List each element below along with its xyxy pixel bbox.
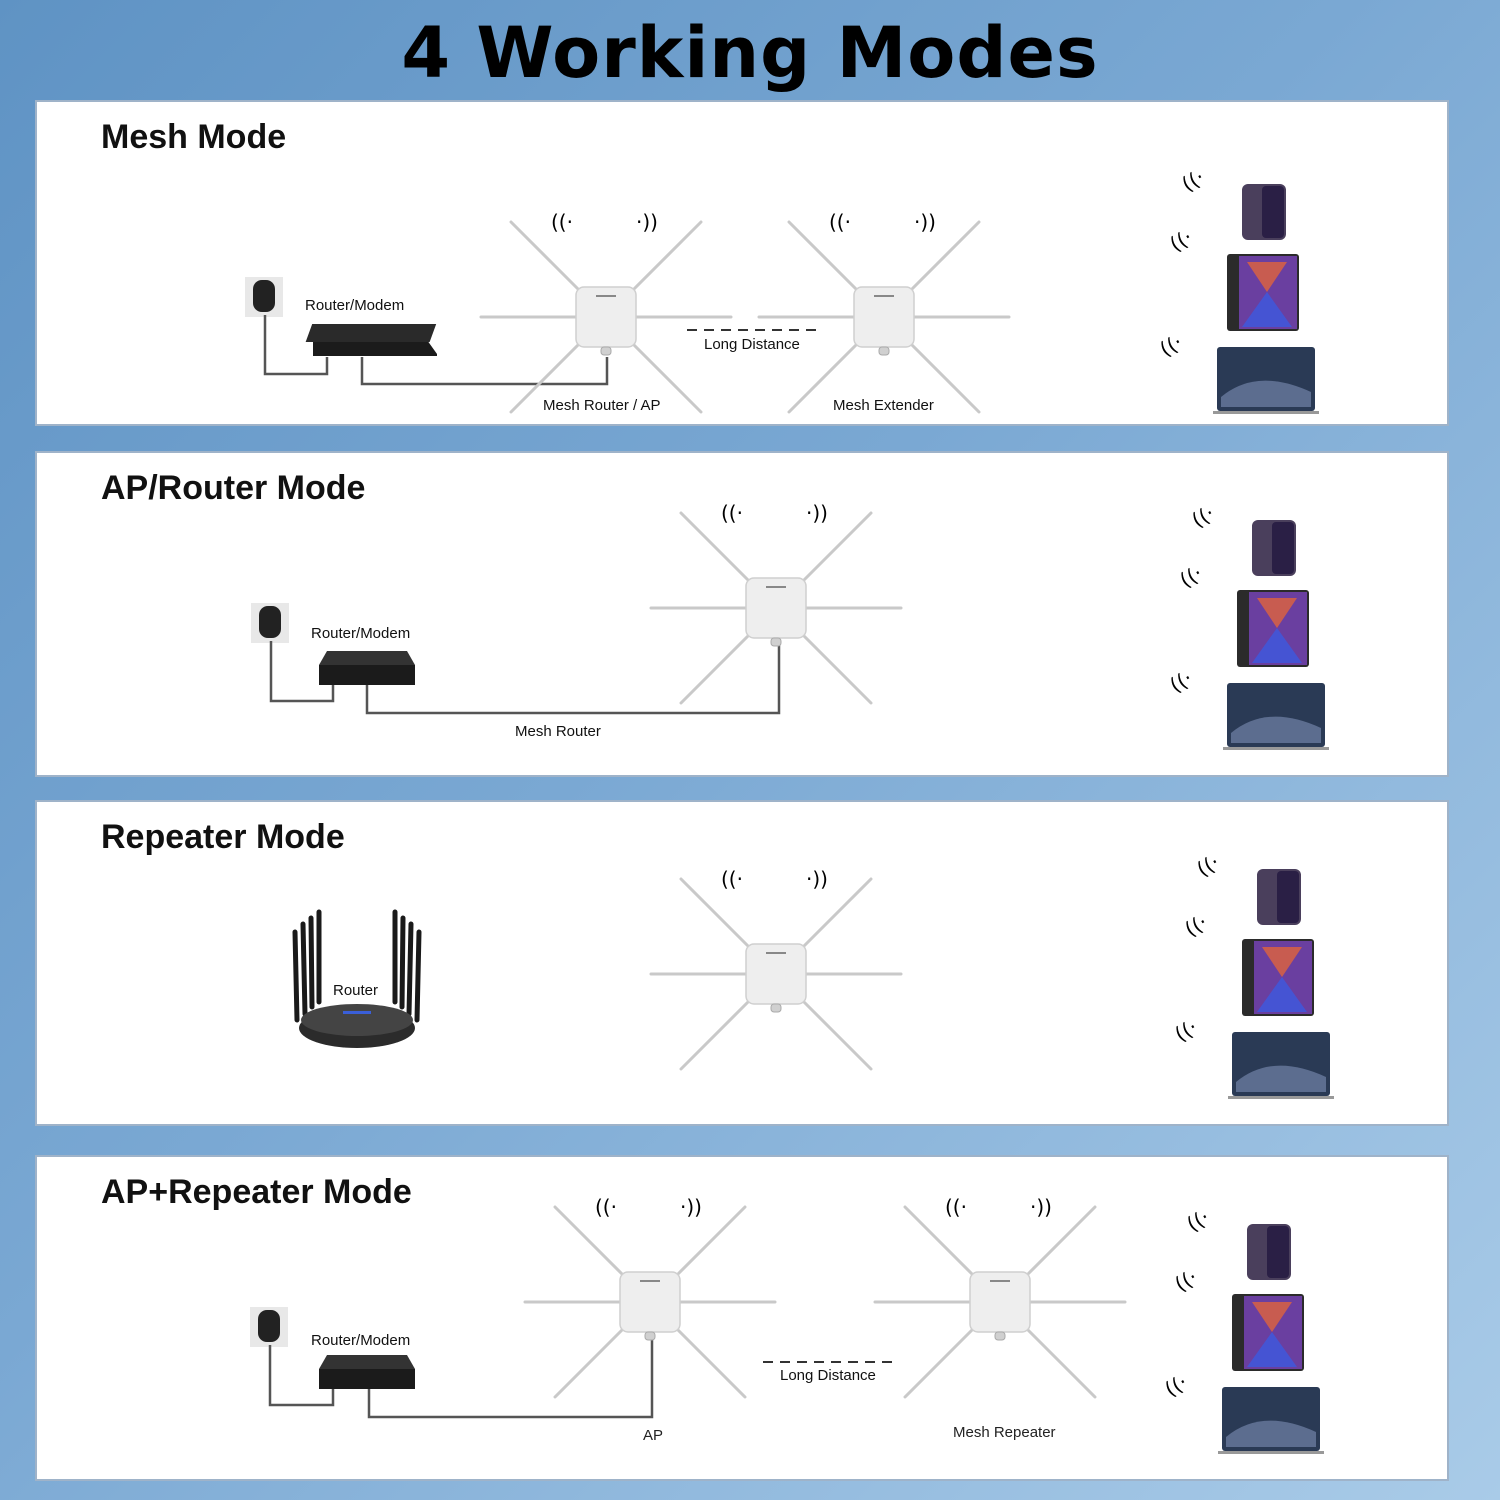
repeater-mode-diagram: ((· ·)) ((· ((· ((· xyxy=(292,850,1334,1099)
wifi-signal-icon: ·)) xyxy=(914,210,936,234)
wifi-signal-icon: ((· xyxy=(1161,1370,1192,1402)
wifi-signal-icon: ((· xyxy=(1181,910,1212,942)
wifi-signal-icon: ((· xyxy=(945,1195,967,1219)
antenna-group xyxy=(523,1205,777,1399)
wifi-signal-icon: ((· xyxy=(829,210,851,234)
mesh-repeater-device-icon: ((· ·)) xyxy=(873,1195,1127,1399)
laptop-icon xyxy=(1223,683,1329,750)
smartphone-icon xyxy=(1252,520,1296,576)
wifi-signal-icon: ((· xyxy=(1188,501,1219,533)
mesh-router-device-icon: ((· ·)) xyxy=(479,210,733,414)
wifi-router-icon xyxy=(292,909,422,1048)
wifi-signal-icon: ((· xyxy=(721,501,743,525)
client-devices: ((· ((· ((· xyxy=(1156,165,1319,414)
wifi-signal-icon: ·)) xyxy=(636,210,658,234)
antenna-group xyxy=(649,877,903,1071)
mesh-extender-device-icon: ((· ·)) xyxy=(757,210,1011,414)
client-devices: ((· ((· ((· xyxy=(1171,850,1334,1099)
page-title: 4 Working Modes xyxy=(401,12,1099,94)
mesh-mode-diagram: ((· ·)) ((· ·)) ((· ((· ((· xyxy=(245,165,1319,414)
wifi-signal-icon: ((· xyxy=(1176,561,1207,593)
device2-label: Mesh Repeater xyxy=(953,1424,1056,1441)
tablet-icon xyxy=(1237,590,1309,667)
mode-title: AP+Repeater Mode xyxy=(101,1173,412,1211)
router-label: Router xyxy=(333,982,379,999)
modem-label: Router/Modem xyxy=(311,625,411,642)
device1-label: Mesh Router / AP xyxy=(543,397,661,414)
power-adapter-icon xyxy=(251,603,289,643)
panel-ap-repeater-mode: AP+Repeater Mode ((··)) ((··)) ((·((·((·… xyxy=(35,1155,1449,1481)
wifi-signal-icon: ((· xyxy=(721,867,743,891)
tablet-icon xyxy=(1242,939,1314,1016)
ap-router-mode-diagram: ((· ·)) ((· ((· ((· xyxy=(251,501,1329,750)
power-adapter-icon xyxy=(245,277,283,317)
wifi-signal-icon: ((· xyxy=(1166,666,1197,698)
modem-label: Router/Modem xyxy=(305,297,405,314)
laptop-icon xyxy=(1228,1032,1334,1099)
wifi-signal-icon: ·)) xyxy=(806,867,828,891)
wifi-signal-icon: ((· xyxy=(551,210,573,234)
link-label: Long Distance xyxy=(780,1367,876,1384)
modem-label: Router/Modem xyxy=(311,1332,411,1349)
antenna-group xyxy=(873,1205,1127,1399)
panel-mesh-mode: Mesh Mode ((· ·)) ((· ·)) ((· ((· ((· Router… xyxy=(35,100,1449,426)
ethernet-cable xyxy=(269,641,781,715)
tablet-icon xyxy=(1232,1294,1304,1371)
wifi-signal-icon: ((· xyxy=(1171,1265,1202,1297)
wifi-signal-icon: ((· xyxy=(1171,1015,1202,1047)
wifi-signal-icon: ((· xyxy=(595,1195,617,1219)
antenna-group xyxy=(649,511,903,705)
wifi-signal-icon: ·)) xyxy=(806,501,828,525)
wifi-signal-icon: ((· xyxy=(1178,165,1209,197)
tablet-icon xyxy=(1227,254,1299,331)
modem-icon xyxy=(319,651,415,685)
ap-device-icon: ((· ·)) xyxy=(523,1195,777,1399)
wifi-signal-icon: ((· xyxy=(1193,850,1224,882)
antenna-group xyxy=(479,220,733,414)
repeater-device-icon: ((· ·)) xyxy=(649,867,903,1071)
mode-title: Repeater Mode xyxy=(101,818,345,856)
laptop-icon xyxy=(1218,1387,1324,1454)
device1-label: Mesh Router xyxy=(515,723,601,740)
ap-repeater-mode-diagram: ((· ·)) ((· ·)) ((· ((· ((· xyxy=(250,1195,1324,1454)
ethernet-cable xyxy=(263,315,609,386)
link-label: Long Distance xyxy=(704,336,800,353)
wifi-signal-icon: ·)) xyxy=(1030,1195,1052,1219)
wifi-signal-icon: ((· xyxy=(1166,225,1197,257)
panel-repeater-mode: Repeater Mode ((· ·)) ((· ((· ((· Router xyxy=(35,800,1449,1126)
mode-title: Mesh Mode xyxy=(101,118,287,156)
wifi-signal-icon: ((· xyxy=(1156,330,1187,362)
ethernet-cable xyxy=(268,1337,654,1419)
device1-label: AP xyxy=(643,1427,664,1444)
wifi-signal-icon: ((· xyxy=(1183,1205,1214,1237)
smartphone-icon xyxy=(1242,184,1286,240)
modem-icon xyxy=(319,1355,415,1389)
modem-icon xyxy=(305,324,437,356)
laptop-icon xyxy=(1213,347,1319,414)
antenna-group xyxy=(757,220,1011,414)
smartphone-icon xyxy=(1247,1224,1291,1280)
smartphone-icon xyxy=(1257,869,1301,925)
client-devices: ((· ((· ((· xyxy=(1161,1205,1324,1454)
mesh-router-device-icon: ((· ·)) xyxy=(649,501,903,705)
device2-label: Mesh Extender xyxy=(833,397,934,414)
wifi-signal-icon: ·)) xyxy=(680,1195,702,1219)
panel-ap-router-mode: AP/Router Mode ((· ·)) ((· ((· ((· Router/M… xyxy=(35,451,1449,777)
power-adapter-icon xyxy=(250,1307,288,1347)
mode-title: AP/Router Mode xyxy=(101,469,366,507)
client-devices: ((· ((· ((· xyxy=(1166,501,1329,750)
